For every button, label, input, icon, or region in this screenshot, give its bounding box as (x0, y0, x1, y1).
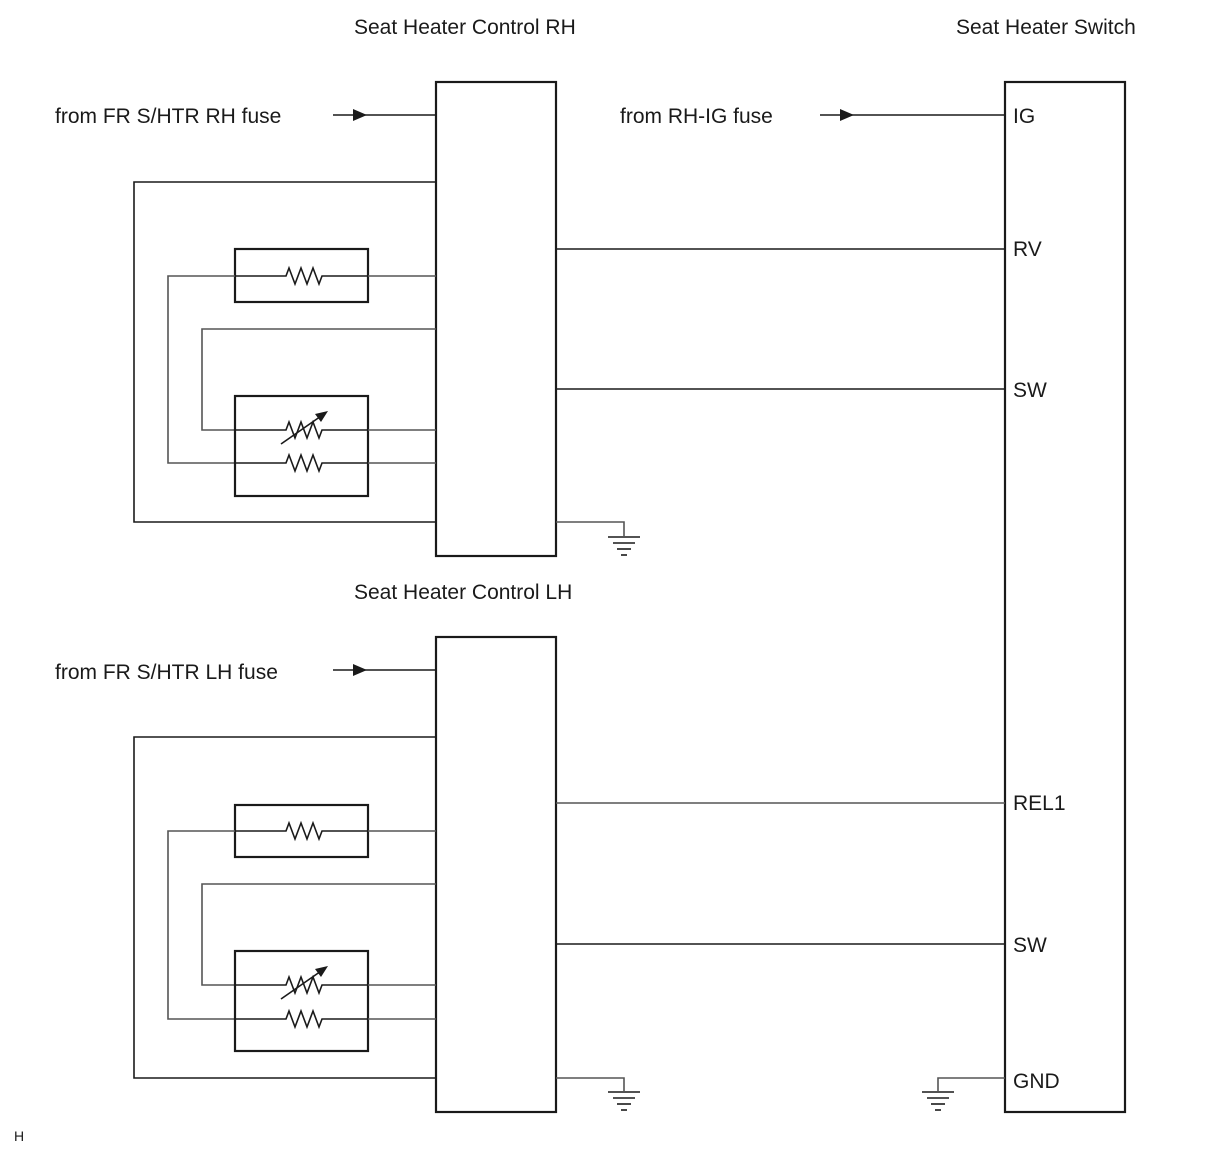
rh-heater-resistor-icon (235, 265, 368, 287)
rh-sensor-resistor-icon (235, 452, 368, 474)
lh-sensor-resistor-icon (235, 1008, 368, 1030)
ig-input-arrow-icon (840, 109, 854, 121)
lh-seat-heater-assembly (133, 736, 436, 1079)
rh-thermistor-variable-resistor-icon (235, 411, 368, 445)
seat-heater-switch-box (1003, 80, 1127, 1114)
rh-thermistor-box (233, 394, 370, 498)
control-rh-box (434, 80, 558, 558)
lh-heater-resistor-icon (235, 820, 368, 842)
figure-code: H (14, 1128, 24, 1144)
switch-ground-icon (921, 1077, 1005, 1111)
ig-fuse-label: from RH-IG fuse (620, 105, 773, 128)
pin-rel1-label: REL1 (1013, 792, 1066, 815)
pin-rv-label: RV (1013, 238, 1042, 261)
pin-sw-upper-label: SW (1013, 379, 1047, 402)
control-lh-box (434, 635, 558, 1114)
rh-fuse-arrow-icon (353, 109, 367, 121)
rh-ground-icon (556, 521, 641, 556)
lh-fuse-arrow-icon (353, 664, 367, 676)
switch-title: Seat Heater Switch (956, 16, 1136, 39)
lh-thermistor-box (233, 949, 370, 1053)
pin-gnd-label: GND (1013, 1070, 1060, 1093)
lh-thermistor-variable-resistor-icon (235, 966, 368, 1000)
pin-ig-label: IG (1013, 105, 1035, 128)
pin-sw-lower-label: SW (1013, 934, 1047, 957)
control-lh-title: Seat Heater Control LH (354, 581, 572, 604)
rh-fuse-label: from FR S/HTR RH fuse (55, 105, 281, 128)
control-rh-title: Seat Heater Control RH (354, 16, 576, 39)
rh-seat-heater-assembly (133, 181, 436, 523)
lh-fuse-label: from FR S/HTR LH fuse (55, 661, 278, 684)
lh-ground-icon (556, 1077, 641, 1111)
